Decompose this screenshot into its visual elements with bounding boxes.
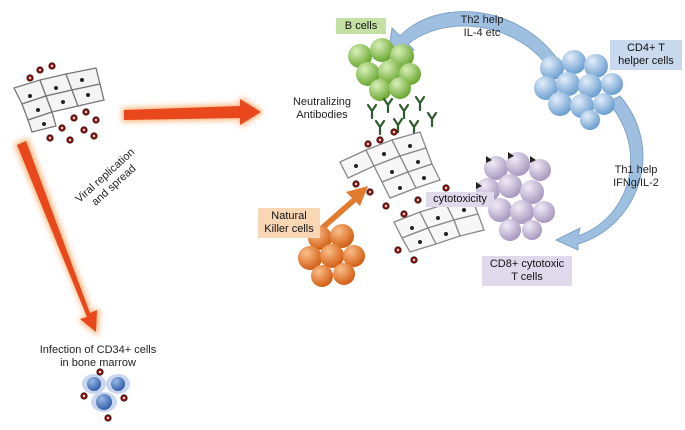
th1-help-label: Th1 help IFNg/IL-2	[613, 164, 659, 189]
neutralizing-antibodies-label: Neutralizing Antibodies	[292, 96, 352, 121]
cd8-cytotoxic-box: CD8+ cytotoxic T cells	[482, 256, 572, 286]
bone-marrow-infection-label: Infection of CD34+ cells in bone marrow	[39, 344, 157, 369]
cycle-arrow-th1	[554, 95, 644, 251]
arrow-to-bone-marrow	[14, 138, 100, 336]
b-cell-cluster	[348, 38, 421, 101]
arrow-to-immune-response	[122, 96, 264, 128]
bone-marrow-cells	[80, 368, 130, 422]
antibodies	[366, 95, 438, 136]
arrow-nk-to-cells	[318, 186, 368, 232]
target-epithelial-cells	[339, 128, 485, 264]
nk-cell-cluster	[298, 224, 365, 287]
infected-epithelial-cells	[13, 62, 105, 144]
cd4-cell-cluster	[534, 50, 623, 130]
cd4-t-helper-box: CD4+ T helper cells	[610, 40, 682, 70]
b-cells-label: B cells	[336, 18, 386, 34]
th2-help-label: Th2 help IL-4 etc	[460, 14, 504, 39]
natural-killer-box: Natural Killer cells	[258, 208, 320, 238]
cytotoxicity-label: cytotoxicity	[426, 192, 494, 207]
cd8-cell-cluster	[476, 152, 555, 241]
